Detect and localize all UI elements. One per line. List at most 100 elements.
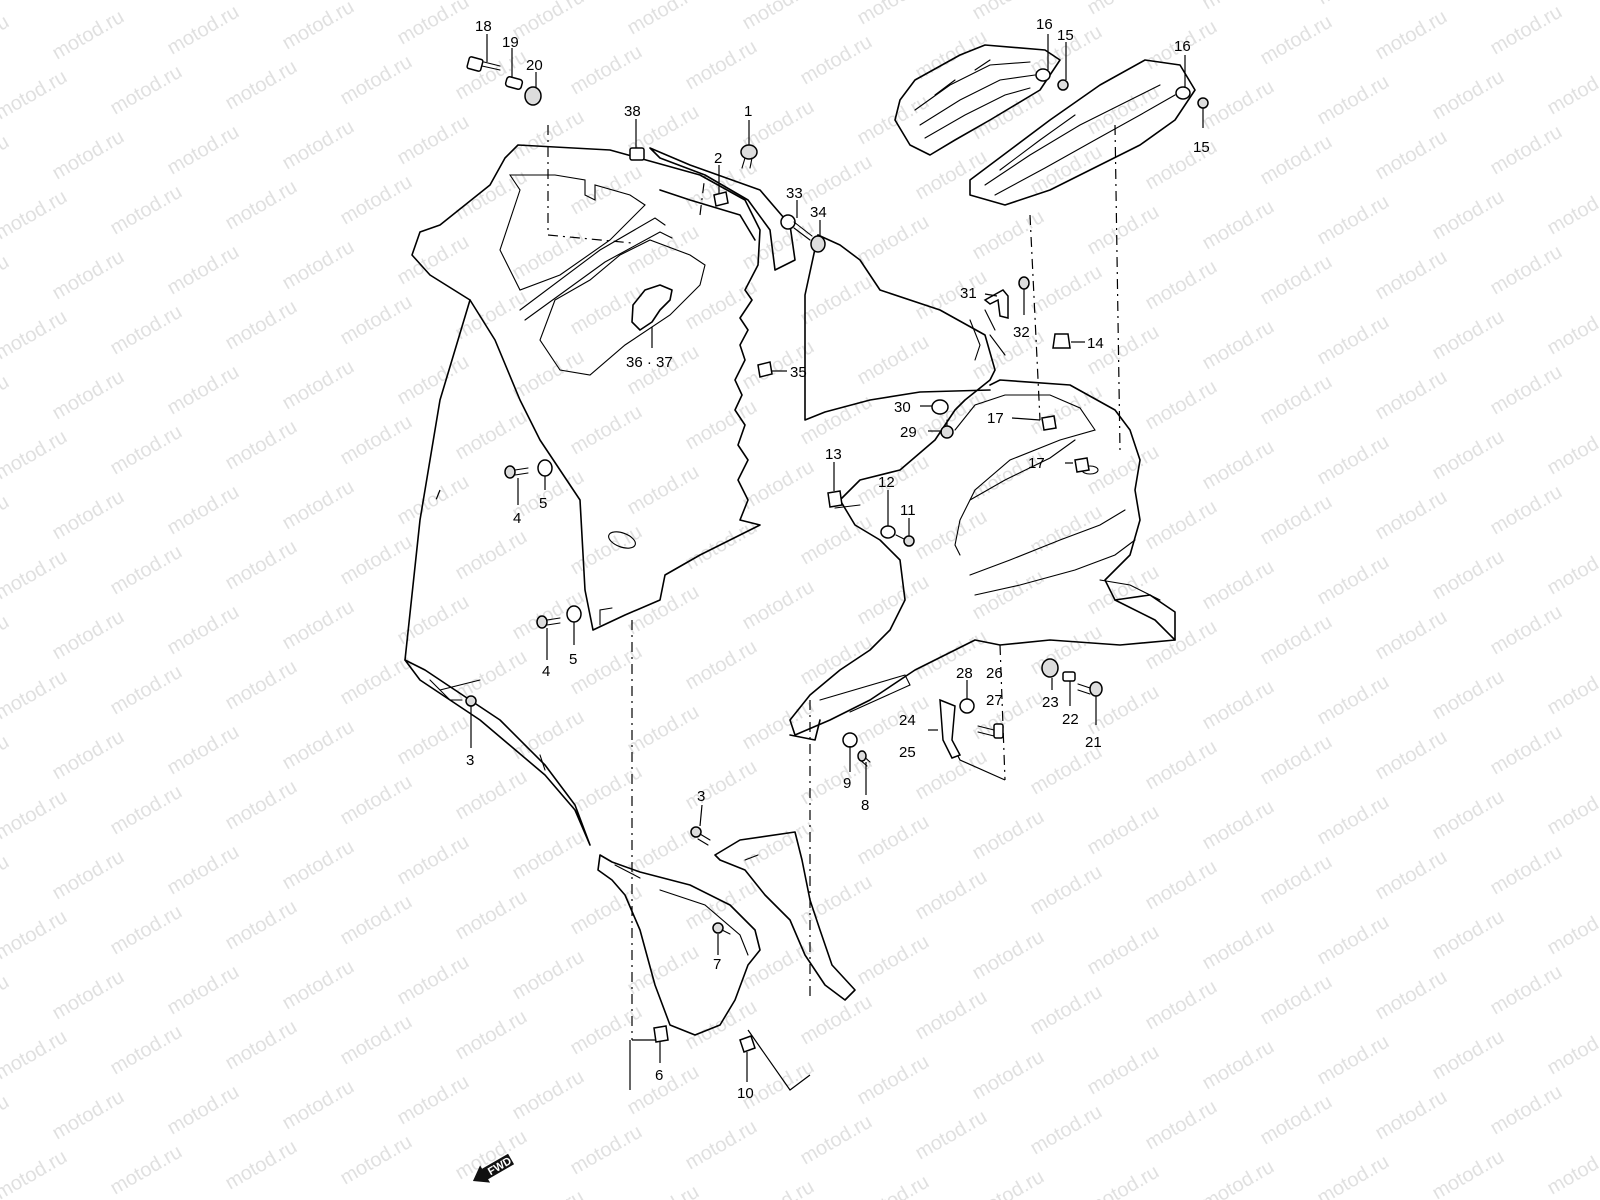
callout-4b: 4 — [542, 663, 550, 680]
watermark-text: motod.ru — [222, 1136, 301, 1195]
watermark-text: motod.ru — [279, 836, 358, 895]
watermark-text: motod.ru — [49, 366, 128, 425]
watermark-text: motod.ru — [969, 1166, 1048, 1200]
watermark-text: motod.ru — [854, 331, 933, 390]
screw-3a — [465, 695, 477, 707]
watermark-text: motod.ru — [739, 576, 818, 635]
watermark-text: motod.ru — [509, 0, 588, 44]
callout-15b: 15 — [1193, 139, 1210, 156]
watermark-text: motod.ru — [279, 116, 358, 175]
watermark-text: motod.ru — [1027, 981, 1106, 1040]
watermark-text: motod.ru — [1199, 1036, 1278, 1095]
watermark-text: motod.ru — [1257, 491, 1336, 550]
watermark-text: motod.ru — [279, 596, 358, 655]
watermark-text: motod.ru — [1487, 601, 1566, 660]
watermark-text: motod.ru — [739, 216, 818, 275]
watermark-text: motod.ru — [0, 666, 71, 725]
nut-32 — [1018, 276, 1030, 290]
watermark-text: motod.ru — [1544, 541, 1600, 600]
watermark-text: motod.ru — [1372, 606, 1451, 665]
watermark-text: motod.ru — [1084, 561, 1163, 620]
watermark-text: motod.ru — [739, 936, 818, 995]
watermark-text: motod.ru — [1544, 1021, 1600, 1080]
watermark-text: motod.ru — [337, 1131, 416, 1190]
callout-14: 14 — [1087, 335, 1104, 352]
callout-12: 12 — [878, 474, 895, 491]
watermark-text: motod.ru — [1544, 781, 1600, 840]
watermark-text: motod.ru — [1142, 1096, 1221, 1155]
watermark-text: motod.ru — [1487, 361, 1566, 420]
grommet-16a — [1035, 68, 1051, 82]
screw-3b — [690, 826, 711, 846]
grommet-20 — [524, 86, 542, 106]
watermark-text: motod.ru — [1372, 1086, 1451, 1145]
watermark-text: motod.ru — [49, 966, 128, 1025]
watermark-text: motod.ru — [854, 1051, 933, 1110]
watermark-text: motod.ru — [1544, 181, 1600, 240]
watermark-text: motod.ru — [1372, 486, 1451, 545]
watermark-text: motod.ru — [222, 416, 301, 475]
watermark-text: motod.ru — [624, 701, 703, 760]
watermark-text: motod.ru — [969, 686, 1048, 745]
watermark-text: motod.ru — [0, 371, 13, 430]
washer-5a — [537, 459, 553, 477]
watermark-text: motod.ru — [854, 691, 933, 750]
watermark-text: motod.ru — [0, 251, 13, 310]
watermark-text: motod.ru — [509, 826, 588, 885]
watermark-text: motod.ru — [1257, 251, 1336, 310]
watermark-text: motod.ru — [624, 1181, 703, 1200]
callout-5b: 5 — [569, 651, 577, 668]
clip-38 — [629, 147, 645, 161]
watermark-text: motod.ru — [452, 286, 531, 345]
watermark-text: motod.ru — [1084, 801, 1163, 860]
watermark-text: motod.ru — [222, 536, 301, 595]
watermark-text: motod.ru — [1544, 661, 1600, 720]
nut-15b — [1197, 97, 1209, 109]
watermark-text: motod.ru — [222, 1016, 301, 1075]
watermark-text: motod.ru — [1544, 901, 1600, 960]
watermark-text: motod.ru — [1257, 131, 1336, 190]
clip-2 — [713, 191, 729, 207]
screw-1 — [740, 144, 758, 169]
callout-18: 18 — [475, 18, 492, 35]
watermark-text: motod.ru — [164, 841, 243, 900]
watermark-text: motod.ru — [49, 606, 128, 665]
watermark-text: motod.ru — [1199, 916, 1278, 975]
watermark-text: motod.ru — [164, 1081, 243, 1140]
watermark-text: motod.ru — [1487, 721, 1566, 780]
watermark-text: motod.ru — [1199, 0, 1278, 14]
watermark-text: motod.ru — [624, 461, 703, 520]
watermark-text: motod.ru — [1487, 121, 1566, 180]
watermark-text: motod.ru — [682, 756, 761, 815]
watermark-text: motod.ru — [682, 396, 761, 455]
watermark-text: motod.ru — [0, 0, 71, 4]
watermark-text: motod.ru — [394, 951, 473, 1010]
callout-17a: 17 — [987, 410, 1004, 427]
watermark-text: motod.ru — [49, 726, 128, 785]
watermark-text: motod.ru — [567, 521, 646, 580]
watermark-text: motod.ru — [969, 1046, 1048, 1105]
watermark-text: motod.ru — [1429, 0, 1508, 4]
callout-5a: 5 — [539, 495, 547, 512]
watermark-text: motod.ru — [337, 291, 416, 350]
watermark-text: motod.ru — [0, 66, 71, 125]
watermark-text: motod.ru — [0, 186, 71, 245]
watermark-text: motod.ru — [1142, 376, 1221, 435]
watermark-text: motod.ru — [912, 506, 991, 565]
watermark-text: motod.ru — [107, 181, 186, 240]
watermark-text: motod.ru — [222, 296, 301, 355]
watermark-text: motod.ru — [279, 956, 358, 1015]
watermark-text: motod.ru — [107, 661, 186, 720]
nut-15a — [1057, 79, 1069, 91]
callout-3a: 3 — [466, 752, 474, 769]
watermark-text: motod.ru — [107, 541, 186, 600]
watermark-text: motod.ru — [567, 1121, 646, 1180]
watermark-text: motod.ru — [624, 941, 703, 1000]
watermark-text: motod.ru — [854, 1171, 933, 1200]
watermark-text: motod.ru — [739, 1176, 818, 1200]
grommet-12 — [880, 525, 896, 539]
watermark-text: motod.ru — [452, 766, 531, 825]
watermark-text: motod.ru — [1544, 1141, 1600, 1200]
clip-17b — [1074, 457, 1090, 473]
watermark-text: motod.ru — [1429, 786, 1508, 845]
